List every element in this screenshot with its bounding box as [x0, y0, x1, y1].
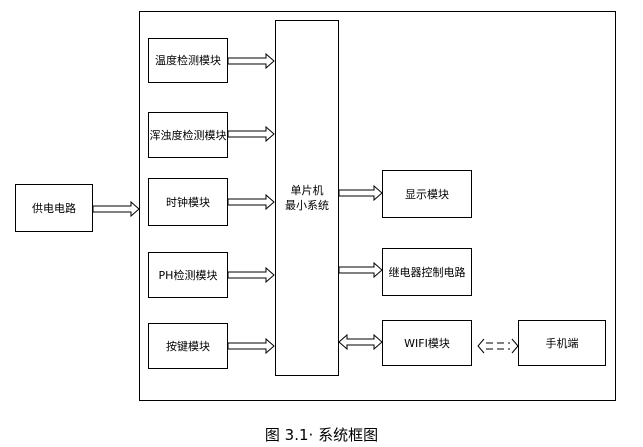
power-supply-label: 供电电路: [32, 201, 76, 215]
wireless-arrow-left: [477, 338, 485, 354]
display-module-block: 显示模块: [382, 170, 472, 218]
power-supply-block: 供电电路: [15, 184, 93, 232]
phone-label: 手机端: [545, 336, 579, 350]
arrow-mcu-wifi-bidirectional: [338, 333, 383, 351]
ph-module-block: PH检测模块: [148, 252, 228, 298]
display-module-label: 显示模块: [405, 187, 449, 201]
arrow-mcu-to-display: [338, 184, 383, 202]
arrow-mcu-to-relay: [338, 261, 383, 279]
ph-module-label: PH检测模块: [158, 268, 218, 282]
arrow-temp-to-mcu: [227, 52, 275, 70]
system-enclosure: [139, 11, 616, 401]
relay-control-block: 继电器控制电路: [382, 248, 472, 296]
keys-module-block: 按键模块: [148, 323, 228, 369]
temperature-module-block: 温度检测模块: [148, 38, 228, 83]
phone-block: 手机端: [518, 320, 606, 366]
clock-module-block: 时钟模块: [148, 178, 228, 226]
wifi-module-block: WIFI模块: [382, 320, 472, 366]
wifi-module-label: WIFI模块: [404, 336, 450, 350]
turbidity-module-label: 浑浊度检测模块: [149, 128, 227, 142]
arrow-power-to-clock: [92, 200, 140, 218]
mcu-label-line1: 单片机: [290, 184, 324, 197]
keys-module-label: 按键模块: [166, 339, 210, 353]
clock-module-label: 时钟模块: [166, 195, 210, 209]
mcu-label-line2: 最小系统: [285, 199, 329, 212]
mcu-minimum-system-block: 单片机 最小系统: [275, 20, 339, 376]
figure-caption: 图 3.1· 系统框图: [264, 426, 379, 444]
turbidity-module-block: 浑浊度检测模块: [148, 112, 228, 158]
arrow-keys-to-mcu: [227, 337, 275, 355]
relay-control-label: 继电器控制电路: [388, 265, 466, 279]
arrow-clock-to-mcu: [227, 193, 275, 211]
arrow-turbidity-to-mcu: [227, 125, 275, 143]
arrow-ph-to-mcu: [227, 266, 275, 284]
temperature-module-label: 温度检测模块: [155, 54, 221, 67]
